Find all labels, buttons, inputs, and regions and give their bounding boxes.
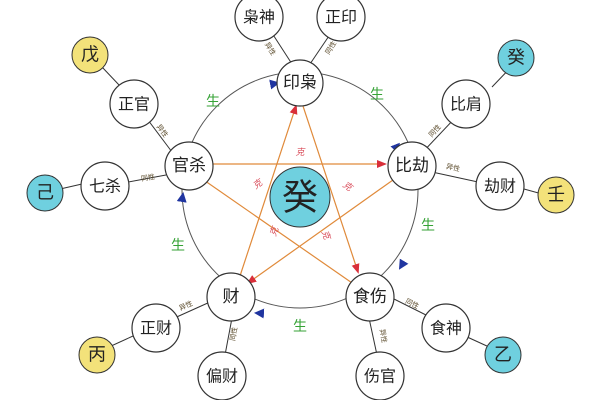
- node-shishen-label: 食神: [430, 319, 462, 338]
- stem-wu-badge: [71, 36, 109, 74]
- node-bijian-label: 比肩: [450, 95, 482, 114]
- yin-yang-label: 同性: [140, 172, 155, 183]
- yin-yang-label: 异性: [155, 122, 171, 139]
- sheng-arrow-shishang-to-cai: [254, 308, 265, 319]
- node-shangguan: [355, 351, 405, 400]
- stem-ren-badge: [537, 176, 575, 214]
- node-guansha: [164, 141, 214, 191]
- node-shishen: [421, 303, 471, 353]
- outer-nodes: 枭神 正印 比肩 劫财 食神 伤官 偏财 正财 七杀 正官: [80, 0, 525, 400]
- ke-line-cai-to-yinxiao: [237, 104, 298, 283]
- stem-ji-label: 己: [36, 183, 54, 204]
- ke-star: [196, 96, 401, 286]
- ke-label: 克: [319, 229, 333, 243]
- node-zhengyin-label: 正印: [325, 8, 357, 27]
- stem-wu-label: 戊: [81, 45, 99, 66]
- yin-yang-label: 异性: [445, 162, 461, 174]
- node-qisha: [80, 161, 130, 211]
- sheng-label: 生: [370, 87, 384, 103]
- center-stem-label: 癸: [282, 178, 318, 219]
- node-yinxiao-label: 印枭: [283, 73, 317, 93]
- ke-line-yinxiao-to-shishang: [299, 96, 360, 274]
- node-bijian: [441, 79, 491, 129]
- ke-label: 克: [340, 179, 355, 194]
- node-cai: [206, 272, 256, 322]
- ke-line-bijie-to-cai: [246, 174, 401, 285]
- node-shishang-label: 食伤: [353, 287, 387, 307]
- sheng-labels: 生 生 生 生 生: [171, 87, 435, 335]
- yin-yang-label: 异性: [263, 40, 278, 57]
- node-piancai: [197, 351, 247, 400]
- node-shishang: [345, 272, 395, 322]
- node-bijie: [387, 141, 437, 191]
- node-shangguan-label: 伤官: [364, 367, 396, 386]
- yin-yang-label: 异性: [378, 328, 389, 343]
- ke-label: 克: [295, 147, 306, 158]
- center-circle: [269, 166, 331, 228]
- node-zhengyin: [316, 0, 366, 42]
- node-cai-label: 财: [223, 287, 240, 307]
- sheng-label: 生: [421, 218, 435, 234]
- node-jiecai-label: 劫财: [484, 177, 516, 196]
- node-guansha-label: 官杀: [172, 156, 206, 176]
- sheng-label: 生: [206, 94, 220, 110]
- sheng-label: 生: [293, 319, 307, 335]
- node-zhengguan-label: 正官: [118, 95, 150, 114]
- sheng-arrow-guansha-to-yinxiao: [269, 79, 280, 90]
- node-zhengguan: [109, 79, 159, 129]
- stem-badges: 戊 癸 己 壬 丙 乙: [26, 36, 575, 374]
- core-nodes: 印枭 比劫 食伤 财 官杀: [164, 59, 437, 322]
- stem-bing-badge: [78, 336, 116, 374]
- ke-line-shishang-to-guansha: [196, 174, 356, 286]
- spoke-lines: [46, 29, 554, 356]
- node-yinxiao: [276, 59, 324, 107]
- stem-gui-badge: [497, 39, 535, 77]
- node-xiaoshen-label: 枭神: [243, 8, 275, 27]
- sheng-label: 生: [171, 238, 185, 254]
- node-jiecai: [475, 161, 525, 211]
- stem-yi-badge: [484, 336, 522, 374]
- node-zhengcai-label: 正财: [140, 319, 172, 338]
- node-piancai-label: 偏财: [206, 367, 238, 386]
- sheng-arrow-bijie-to-shishang: [398, 258, 409, 270]
- node-bijie-label: 比劫: [395, 156, 429, 176]
- node-zhengcai: [131, 303, 181, 353]
- yin-yang-label: 同性: [427, 122, 443, 138]
- yin-yang-label: 同性: [228, 326, 239, 341]
- sheng-arrow-yinxiao-to-bijie: [390, 142, 400, 154]
- stem-ji-badge: [26, 174, 64, 212]
- node-qisha-label: 七杀: [89, 177, 121, 196]
- stem-gui-label: 癸: [507, 48, 525, 69]
- yin-yang-label: 同性: [404, 296, 421, 310]
- stem-ren-label: 壬: [547, 185, 565, 206]
- stem-bing-label: 丙: [88, 345, 106, 366]
- ke-label: 克: [251, 176, 266, 191]
- stem-yi-label: 乙: [494, 345, 512, 366]
- node-xiaoshen: [234, 0, 284, 42]
